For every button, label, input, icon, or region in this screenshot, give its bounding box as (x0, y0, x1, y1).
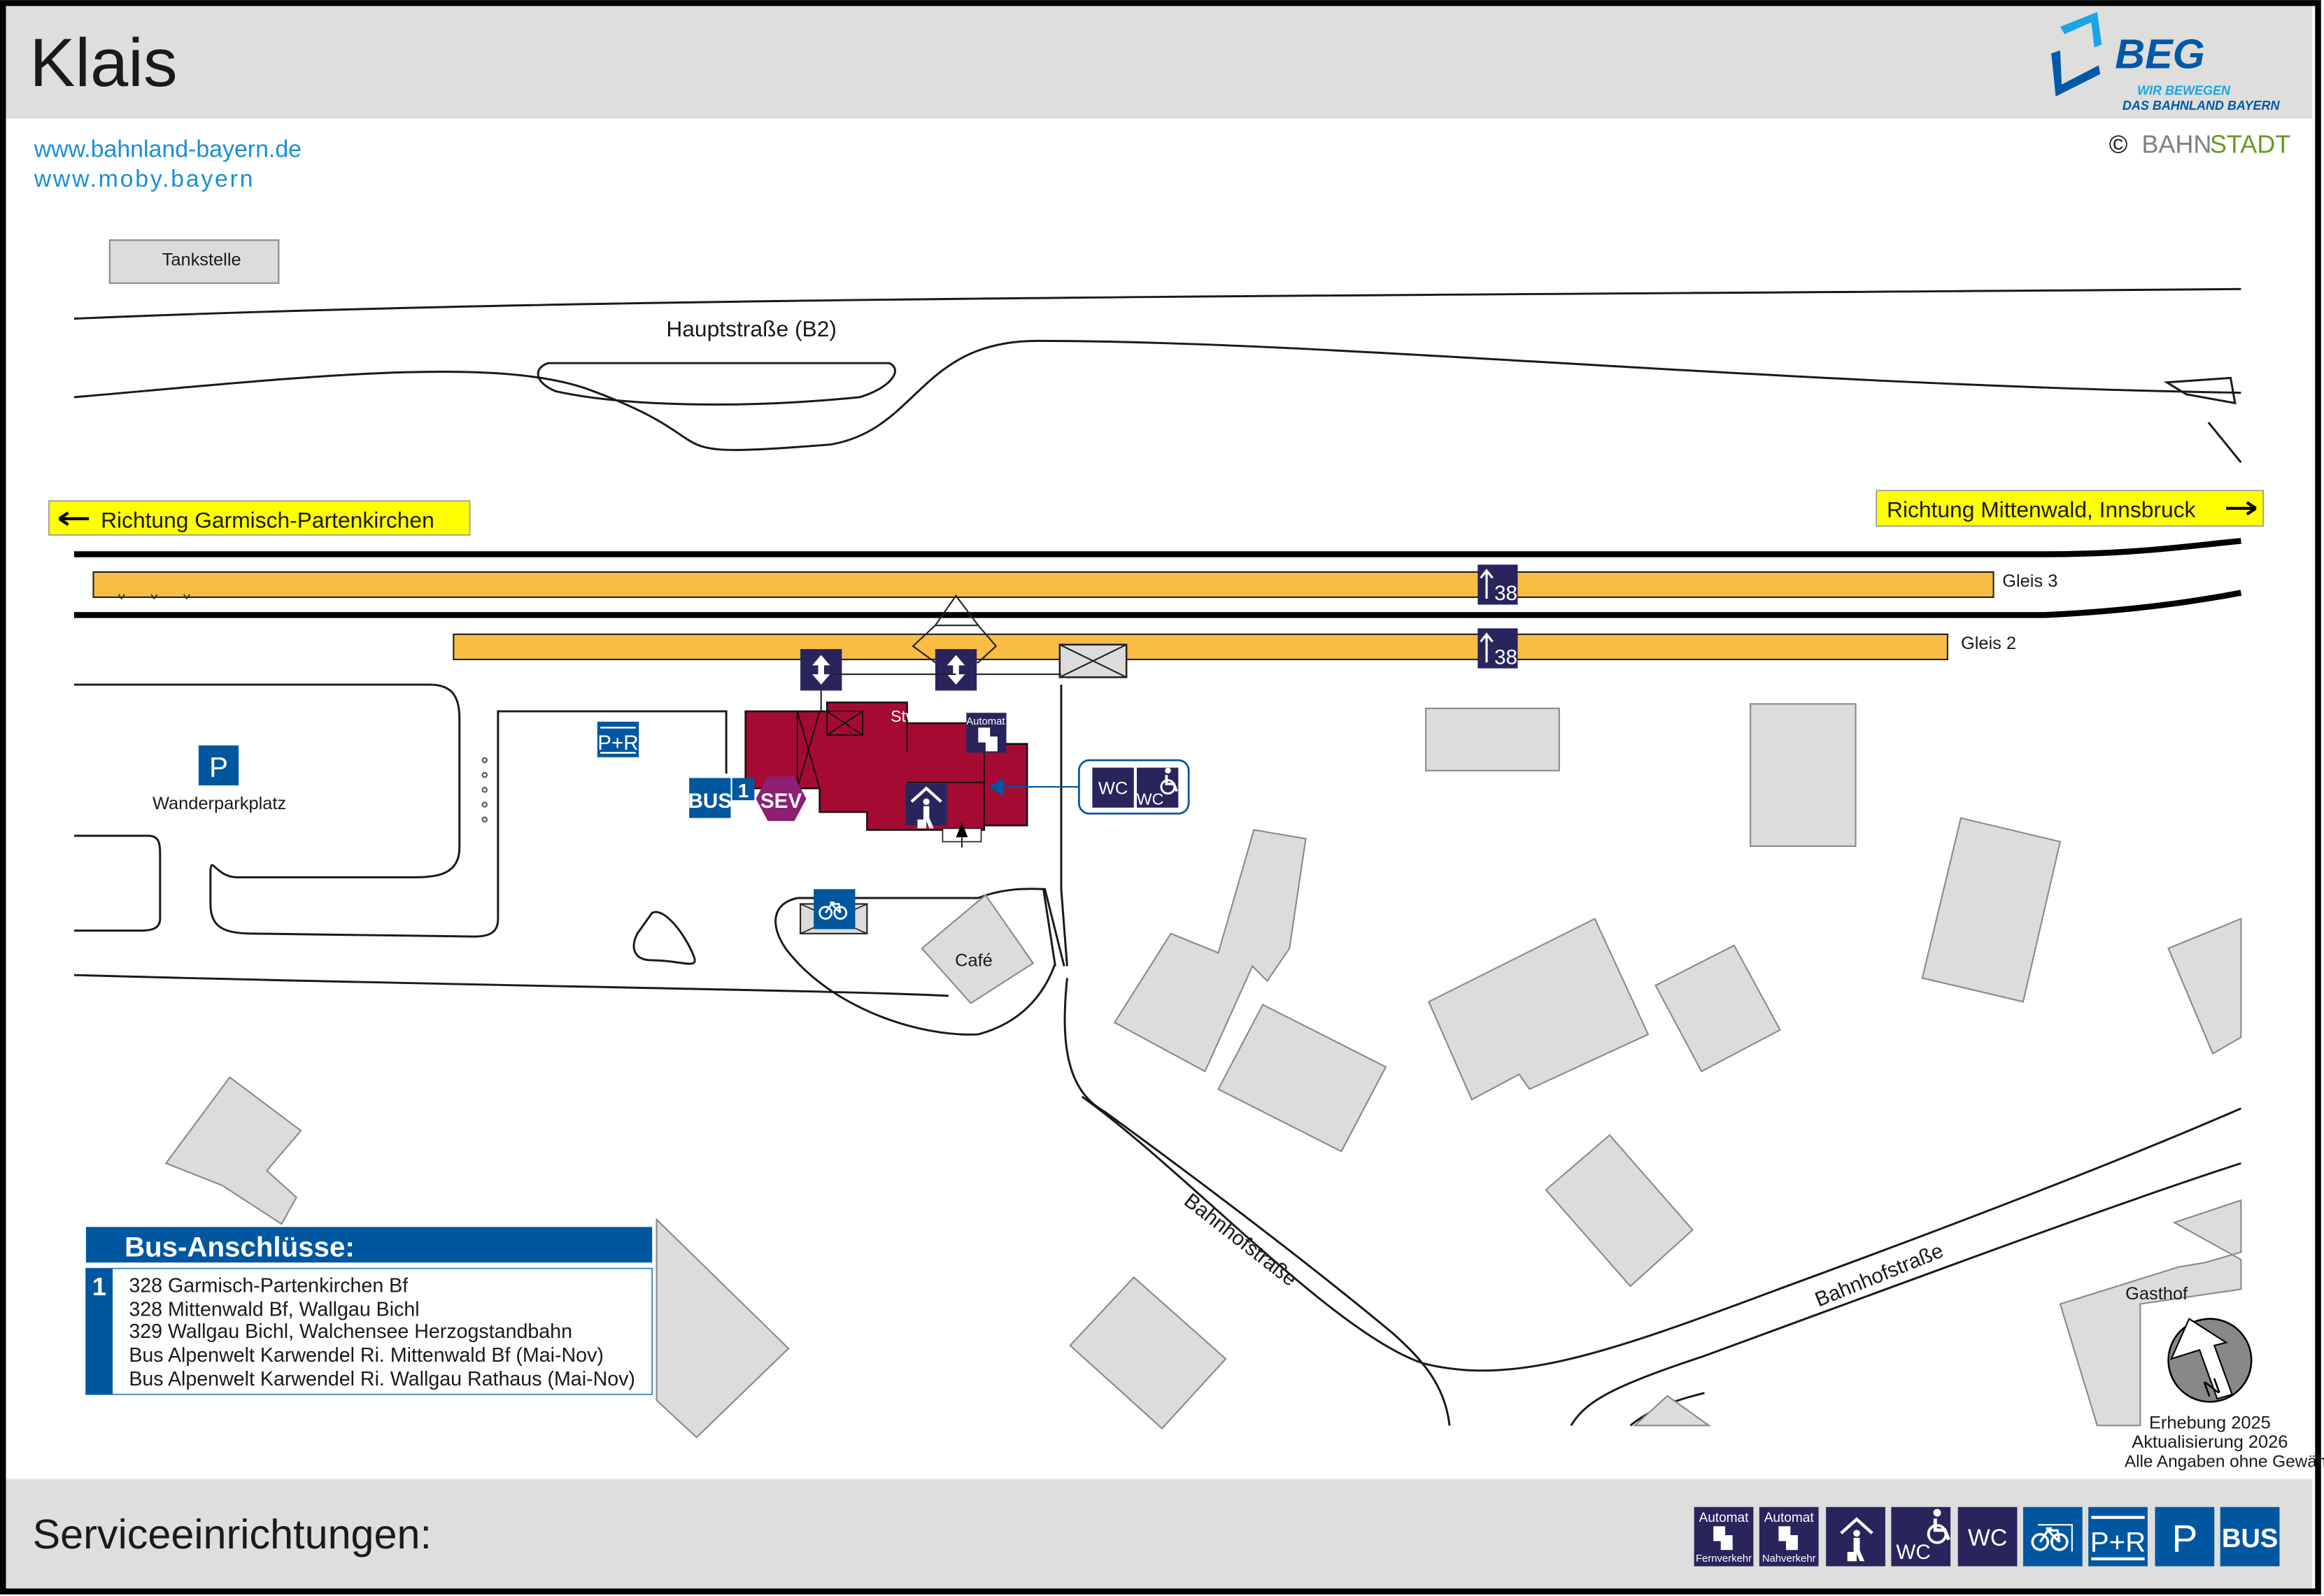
update-note: Aktualisierung 2026 (2132, 1432, 2288, 1452)
bus-connection: Bus Alpenwelt Karwendel Ri. Wallgau Rath… (129, 1368, 635, 1390)
tankstelle-label: Tankstelle (162, 250, 241, 269)
lift-icon-1 (800, 649, 842, 691)
services-legend: Automat Fernverkehr Automat Nahverkehr W… (1694, 1506, 2280, 1567)
link-bahnland-bayern[interactable]: www.bahnland-bayern.de (34, 136, 302, 163)
svg-text:1: 1 (738, 780, 749, 801)
service-ticket-machine-regional-icon: Automat Nahverkehr (1759, 1506, 1819, 1567)
bahnstadt-copyright: © BAHN STADT (2109, 129, 2290, 158)
bike-parking-icon (799, 889, 868, 934)
service-accessible-wc-icon: WC (1891, 1506, 1951, 1567)
parking-icon: P (198, 745, 239, 785)
gleis-3-label: Gleis 3 (2002, 571, 2057, 591)
survey-note: Erhebung 2025 (2149, 1413, 2271, 1432)
park-and-ride-icon: P+R (597, 721, 639, 757)
shelter-box (1058, 643, 1128, 678)
svg-text:P: P (2171, 1516, 2197, 1560)
roads (73, 287, 2242, 1427)
svg-text:38: 38 (1494, 582, 1517, 605)
svg-text:Nahverkehr: Nahverkehr (1762, 1553, 1816, 1565)
disclaimer-note: Alle Angaben ohne Gewähr! (2125, 1453, 2324, 1472)
bus-stop-icon: BUS (688, 778, 732, 818)
wc-icon (1092, 767, 1134, 808)
svg-text:38: 38 (1494, 646, 1517, 669)
service-wc-icon: WC (1957, 1506, 2018, 1567)
bus-panel-title: Bus-Anschlüsse: (125, 1232, 355, 1263)
svg-text:BEG: BEG (2115, 31, 2205, 78)
gleis-2-label: Gleis 2 (1961, 634, 2016, 653)
svg-text:Automat: Automat (1699, 1511, 1749, 1525)
svg-text:©: © (2109, 129, 2128, 158)
svg-text:WC: WC (1098, 779, 1128, 799)
stw-label: Stw (891, 707, 918, 725)
svg-text:BUS: BUS (688, 790, 732, 813)
wc-callout: WC WC (1077, 759, 1190, 815)
service-ticket-machine-long-distance-icon: Automat Fernverkehr (1694, 1506, 1754, 1567)
track-sign-38-gleis-2: 38 (1478, 628, 1518, 669)
arrow-right-icon (2226, 501, 2257, 516)
service-waiting-room-icon (1826, 1506, 1885, 1567)
cafe-label: Café (955, 950, 993, 970)
bus-connections-panel: Bus-Anschlüsse: 1 328 Garmisch-Partenkir… (85, 1227, 653, 1395)
service-bike-parking-icon (2022, 1506, 2083, 1567)
tankstelle-building (108, 239, 280, 284)
svg-text:WC: WC (1968, 1525, 2007, 1551)
service-park-and-ride-icon: P+R (2088, 1506, 2148, 1567)
platform-gleis-2: Gleis 2 (453, 633, 2016, 660)
svg-text:WC: WC (1137, 790, 1164, 808)
accessible-wc-icon (1136, 767, 1179, 808)
lift-icon-2 (935, 649, 977, 691)
svg-text:Richtung Mittenwald, Innsbruck: Richtung Mittenwald, Innsbruck (1887, 497, 2196, 522)
bus-connection: Bus Alpenwelt Karwendel Ri. Mittenwald B… (129, 1344, 604, 1367)
svg-text:BUS: BUS (2222, 1523, 2279, 1553)
svg-text:SEV: SEV (760, 790, 802, 813)
entrance-marker (942, 822, 982, 848)
direction-sign-mittenwald: Richtung Mittenwald, Innsbruck (1876, 490, 2264, 527)
bus-line-1-badge: 1 (732, 778, 755, 801)
automat-icon: Automat (966, 713, 1007, 753)
wanderparkplatz-label: Wanderparkplatz (153, 794, 286, 813)
svg-text:P+R: P+R (2090, 1526, 2146, 1558)
station-title: Klais (29, 24, 177, 101)
services-title: Serviceeinrichtungen: (33, 1511, 432, 1558)
svg-text:STADT: STADT (2210, 129, 2290, 158)
svg-text:BAHN: BAHN (2141, 129, 2211, 158)
bus-connection: 328 Mittenwald Bf, Wallgau Bichl (129, 1298, 419, 1320)
service-bus-icon: BUS (2220, 1506, 2280, 1567)
track-sign-38-gleis-3: 38 (1478, 564, 1518, 605)
header-band (6, 6, 2313, 119)
service-parking-icon: P (2155, 1506, 2215, 1567)
hauptstrasse-label: Hauptstraße (B2) (666, 316, 837, 341)
bus-connection: 329 Wallgau Bichl, Walchensee Herzogstan… (129, 1320, 572, 1343)
svg-text:P+R: P+R (597, 732, 639, 755)
direction-sign-garmisch: Richtung Garmisch-Partenkirchen (48, 500, 471, 536)
gasthof-label: Gasthof (2125, 1284, 2188, 1304)
svg-text:Richtung Garmisch-Partenkirche: Richtung Garmisch-Partenkirchen (101, 507, 434, 532)
station-building: Stw (744, 701, 1028, 831)
arrow-left-icon (58, 511, 90, 526)
beg-logo: BEG WIR BEWEGEN DAS BAHNLAND BAYERN (2051, 12, 2281, 113)
north-compass-icon: N (2167, 1318, 2253, 1403)
buildings: Tankstelle Café Gasthof (108, 239, 2242, 1439)
pointer-arrow-icon (989, 778, 1004, 796)
svg-text:WC: WC (1896, 1541, 1930, 1564)
waiting-room-icon (905, 783, 947, 829)
sev-icon: SEV (756, 776, 807, 821)
svg-text:Automat: Automat (966, 716, 1005, 727)
svg-text:Fernverkehr: Fernverkehr (1696, 1553, 1752, 1565)
svg-text:WIR BEWEGEN: WIR BEWEGEN (2137, 84, 2231, 98)
link-moby-bayern[interactable]: www.moby.bayern (34, 166, 255, 192)
svg-text:Automat: Automat (1764, 1511, 1815, 1525)
svg-text:P: P (209, 751, 228, 783)
svg-text:DAS BAHNLAND BAYERN: DAS BAHNLAND BAYERN (2123, 99, 2281, 113)
platform-gleis-3: Gleis 3 (92, 571, 2057, 600)
bus-connection: 328 Garmisch-Partenkirchen Bf (129, 1275, 408, 1297)
tracks (73, 538, 2242, 618)
bus-panel-line: 1 (92, 1272, 106, 1301)
